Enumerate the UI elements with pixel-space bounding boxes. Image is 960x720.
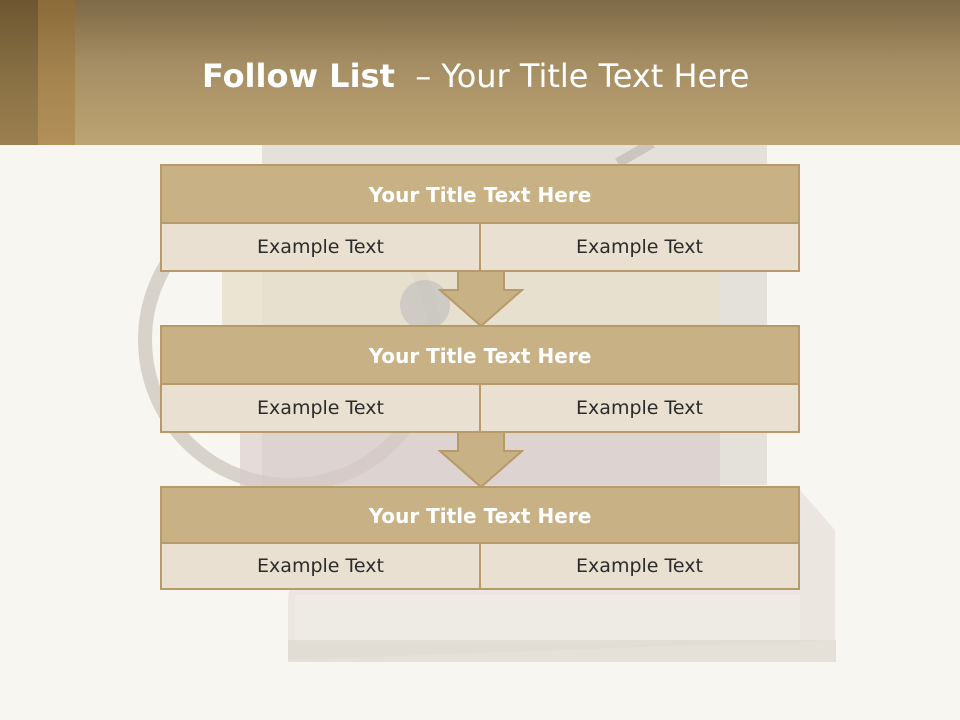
down-arrow-icon	[438, 270, 524, 328]
slide-title-sub: – Your Title Text Here	[415, 57, 750, 95]
step-block-3: Your Title Text Here Example Text Exampl…	[160, 486, 800, 590]
slide-title: Follow List – Your Title Text Here	[202, 54, 749, 98]
step-title: Your Title Text Here	[162, 166, 798, 224]
step-title: Your Title Text Here	[162, 327, 798, 385]
step-block-2: Your Title Text Here Example Text Exampl…	[160, 325, 800, 433]
header-accent-left	[0, 0, 38, 145]
slide-title-main: Follow List	[202, 57, 395, 95]
step-cell-left: Example Text	[162, 385, 479, 431]
step-cell-right: Example Text	[479, 224, 798, 270]
step-row: Example Text Example Text	[162, 544, 798, 588]
step-cell-right: Example Text	[479, 385, 798, 431]
header-band	[0, 0, 960, 145]
header-accent-right	[38, 0, 75, 145]
step-cell-right: Example Text	[479, 544, 798, 588]
step-cell-left: Example Text	[162, 544, 479, 588]
step-row: Example Text Example Text	[162, 385, 798, 431]
step-title: Your Title Text Here	[162, 488, 798, 544]
step-cell-left: Example Text	[162, 224, 479, 270]
down-arrow-icon	[438, 431, 524, 489]
step-block-1: Your Title Text Here Example Text Exampl…	[160, 164, 800, 272]
step-row: Example Text Example Text	[162, 224, 798, 270]
